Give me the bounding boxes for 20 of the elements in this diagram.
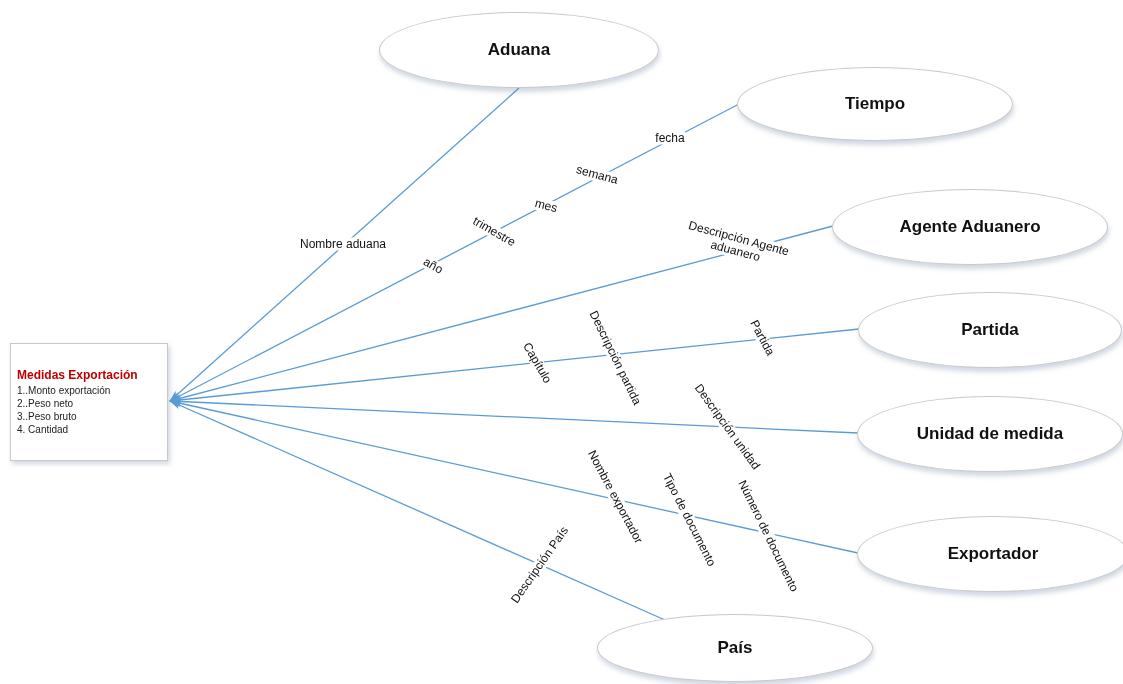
connector-arrow [169, 400, 666, 621]
table-title: Medidas Exportación [17, 368, 139, 382]
connector-arrow [169, 225, 834, 403]
dimension-name: Unidad de medida [916, 424, 1064, 444]
measure-item: 2..Peso neto [17, 397, 75, 410]
dimension-name: Aduana [487, 40, 551, 60]
measure-item: 4. Cantidad [17, 423, 70, 436]
dimension-name: Exportador [947, 544, 1039, 564]
fact-table-box [10, 343, 168, 461]
connector-arrow [169, 87, 520, 402]
dimension-name: Agente Aduanero [899, 217, 1041, 237]
connector-arrow [169, 399, 859, 554]
attribute-label: Nombre aduana [298, 237, 388, 251]
measure-item: 3..Peso bruto [17, 410, 78, 423]
attribute-label: fecha [654, 131, 686, 145]
measure-item: 1..Monto exportación [17, 384, 112, 397]
dimension-name: Partida [961, 320, 1019, 340]
connector-arrow [169, 397, 859, 434]
dimension-name: País [717, 638, 753, 658]
dimension-name: Tiempo [844, 94, 906, 114]
